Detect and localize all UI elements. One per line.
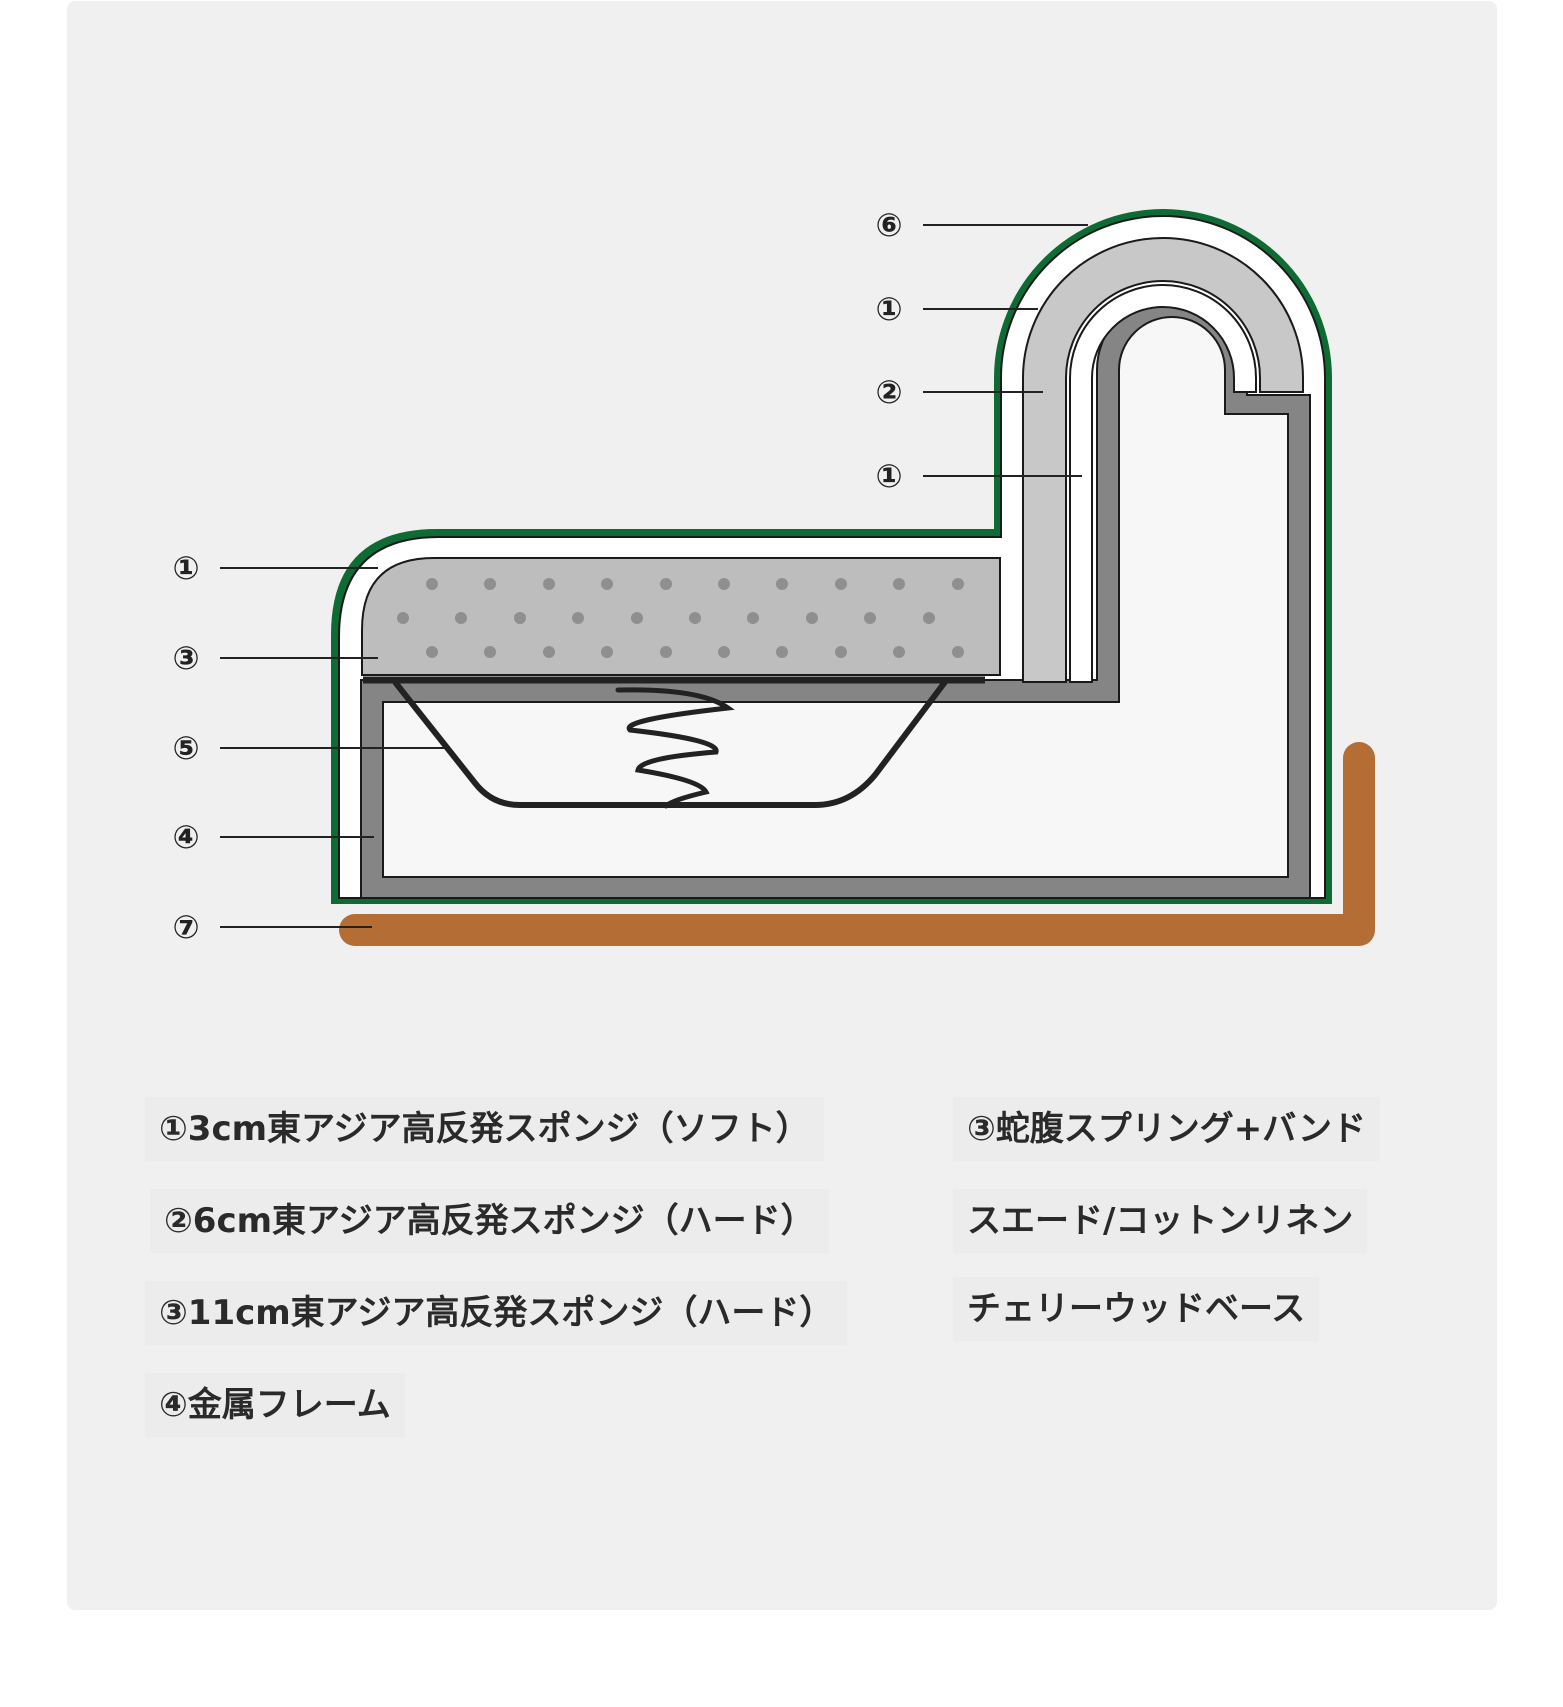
callout-2: ② (875, 373, 902, 411)
legend-item-5: ③蛇腹スプリング+バンド (953, 1097, 1380, 1161)
frame-inner-space (382, 316, 1289, 878)
callout-3: ③ (172, 639, 199, 677)
callout-7: ⑦ (172, 908, 199, 946)
hard-foam-back (1022, 237, 1304, 683)
legend-item-7: チェリーウッドベース (953, 1277, 1320, 1341)
callout-1-left: ① (172, 549, 199, 587)
legend-item-1: ①3cm東アジア高反発スポンジ（ソフト） (145, 1097, 824, 1161)
coil-spring (615, 687, 735, 809)
seat-foam-dots (397, 578, 964, 658)
legend-item-2: ②6cm東アジア高反発スポンジ（ハード） (150, 1189, 829, 1253)
cherry-wood-base (339, 742, 1375, 946)
legend-item-3: ③11cm東アジア高反発スポンジ（ハード） (145, 1281, 848, 1345)
callout-4: ④ (172, 818, 199, 856)
sinuous-spring (392, 680, 948, 808)
sofa-cross-section-diagram: ⑥ ① ② ① ① ③ ⑤ ④ ⑦ (172, 206, 1375, 946)
callout-1-top: ① (875, 290, 902, 328)
legend-item-4: ④金属フレーム (145, 1373, 405, 1437)
callout-6: ⑥ (875, 206, 902, 244)
callout-1-inner: ① (875, 457, 902, 495)
callout-5: ⑤ (172, 729, 199, 767)
soft-foam-inner (1069, 284, 1257, 683)
leader-lines (220, 224, 1088, 928)
legend-item-6: スエード/コットンリネン (953, 1189, 1368, 1253)
